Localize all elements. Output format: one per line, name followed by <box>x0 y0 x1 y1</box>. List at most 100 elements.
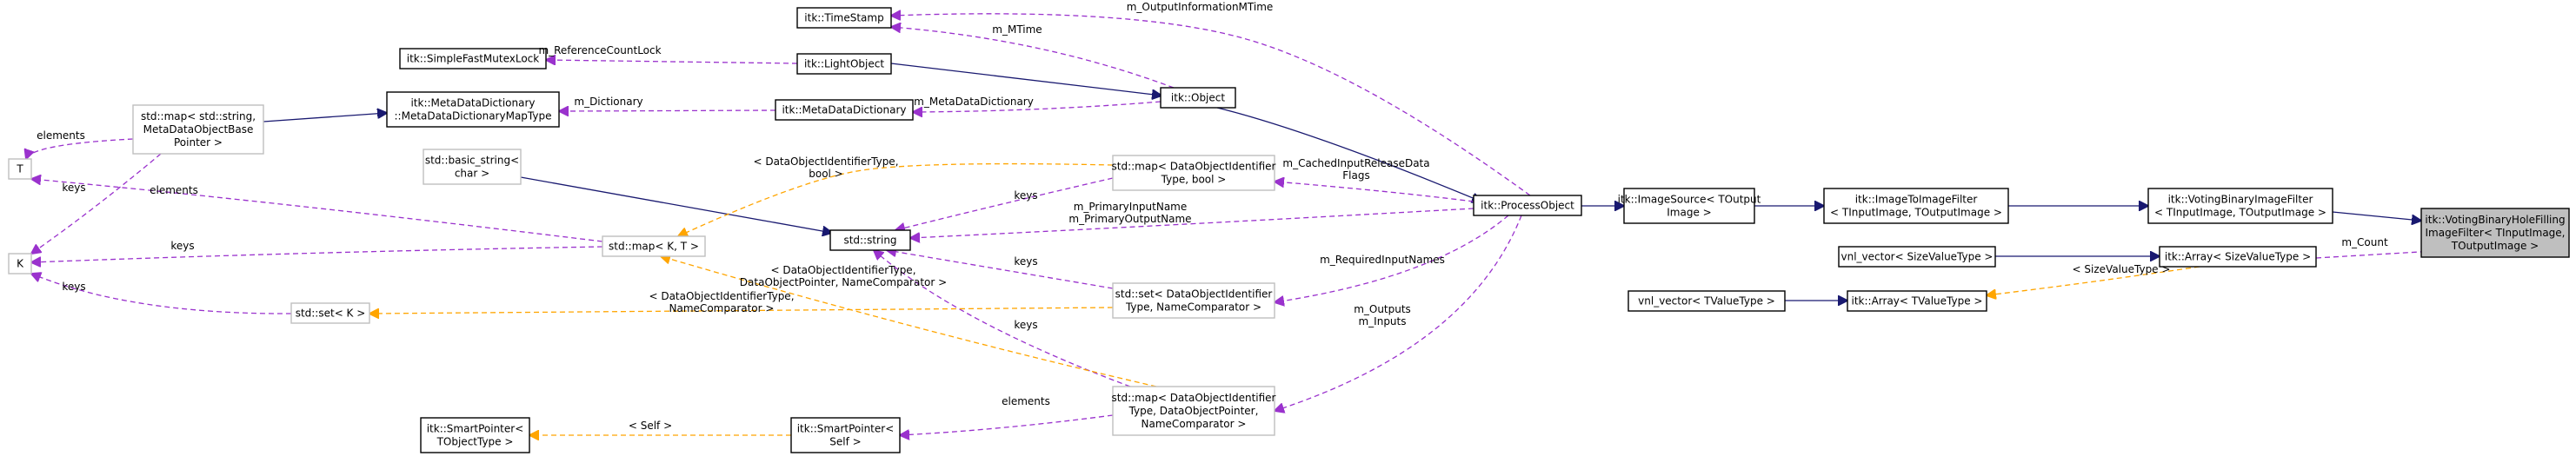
edge-votingbin-to-main <box>2332 211 2421 221</box>
node-label-line: itk::ProcessObject <box>1481 200 1574 212</box>
node-label: itk::SmartPointer<Self > <box>797 423 895 448</box>
node-label-line: std::map< std::string, <box>141 110 256 122</box>
edge-mdd-to-mddmap <box>559 110 776 111</box>
edge-processobject-to-map_ptr <box>1275 215 1522 411</box>
edge-label-line: m_Dictionary <box>574 96 642 108</box>
node-label-line: < TInputImage, TOutputImage > <box>2154 207 2326 219</box>
edge-label-mdd-to-mddmap: m_Dictionary <box>574 96 642 108</box>
edge-label-line: bool > <box>809 168 843 180</box>
node-label-line: < TInputImage, TOutputImage > <box>1830 207 2002 219</box>
edge-label-object-to-timestamp: m_MTime <box>992 23 1042 36</box>
edge-label-stdsetK-to-set_name: < DataObjectIdentifierType,NameComparato… <box>649 290 794 314</box>
node-box <box>132 104 264 155</box>
edge-stdmapKT-to-map_ptr <box>661 256 1157 387</box>
edge-label-stdmap_meta-to-T: elements <box>37 129 85 142</box>
node-box <box>1112 282 1275 319</box>
edge-label-line: keys <box>62 281 85 293</box>
edge-label-processobject-to-set_name: m_RequiredInputNames <box>1320 254 1445 266</box>
node-label: itk::SimpleFastMutexLock <box>407 53 540 65</box>
node-votingbin[interactable]: itk::VotingBinaryImageFilter< TInputImag… <box>2147 188 2333 224</box>
edge-label-array_tvt-to-array_svt: < SizeValueType > <box>2073 263 2171 275</box>
edge-label-line: m_PrimaryOutputName <box>1068 213 1191 225</box>
edge-label-map_ptr-to-smartptr_self: elements <box>1002 395 1050 407</box>
node-label: itk::TimeStamp <box>804 12 883 24</box>
node-K[interactable]: K <box>8 253 32 274</box>
node-lightobject[interactable]: itk::LightObject <box>796 53 892 75</box>
edge-label-stdmapKT-to-map_ptr: < DataObjectIdentifierType,DataObjectPoi… <box>740 264 947 288</box>
node-label-line: T <box>16 163 23 175</box>
node-smartptr_self[interactable]: itk::SmartPointer<Self > <box>790 417 901 453</box>
node-basic_string[interactable]: std::basic_string<char > <box>423 149 522 185</box>
node-T[interactable]: T <box>8 158 32 180</box>
edge-stdsetK-to-set_name <box>369 307 1114 314</box>
node-array_svt[interactable]: itk::Array< SizeValueType > <box>2159 246 2317 268</box>
node-label-line: std::string <box>843 235 896 247</box>
edge-processobject-to-set_name <box>1275 215 1509 302</box>
node-array_tvt[interactable]: itk::Array< TValueType > <box>1847 290 1987 312</box>
node-stdstring[interactable]: std::string <box>829 229 911 251</box>
node-box <box>790 417 901 453</box>
node-box <box>2420 208 2570 258</box>
node-box <box>796 53 892 75</box>
edge-stdmap_meta-to-mddmap <box>263 113 387 122</box>
edge-lightobject-to-mutexlock <box>546 60 798 63</box>
edge-label-line: < DataObjectIdentifierType, <box>753 155 898 168</box>
node-mddmap[interactable]: itk::MetaDataDictionary::MetaDataDiction… <box>386 91 560 128</box>
node-box <box>290 302 370 324</box>
node-label: std::map< std::string,MetaDataObjectBase… <box>141 110 256 149</box>
node-box <box>8 253 32 274</box>
node-label: itk::Object <box>1171 92 1225 104</box>
node-label-line: itk::LightObject <box>804 58 884 70</box>
node-label-line: ImageFilter< TInputImage, <box>2426 227 2566 239</box>
edge-label-line: m_Outputs <box>1354 303 1411 315</box>
edge-label-line: keys <box>1014 189 1037 202</box>
node-label: std::basic_string<char > <box>425 155 519 180</box>
edge-object-to-timestamp <box>891 27 1175 89</box>
node-object[interactable]: itk::Object <box>1160 87 1236 109</box>
node-box <box>8 158 32 180</box>
node-stdmapKT[interactable]: std::map< K, T > <box>602 235 706 257</box>
node-stdsetK[interactable]: std::set< K > <box>290 302 370 324</box>
node-label: vnl_vector< TValueType > <box>1638 295 1775 308</box>
node-processobject[interactable]: itk::ProcessObject <box>1473 195 1582 216</box>
node-label-line: Self > <box>829 436 861 448</box>
node-mutexlock[interactable]: itk::SimpleFastMutexLock <box>399 48 547 69</box>
node-box <box>420 417 530 453</box>
edge-set_name-to-stdstring <box>887 250 1114 289</box>
node-stdmap_meta[interactable]: std::map< std::string,MetaDataObjectBase… <box>132 104 264 155</box>
node-box <box>386 91 560 128</box>
edge-label-line: m_RequiredInputNames <box>1320 254 1445 266</box>
node-vnl_svt[interactable]: vnl_vector< SizeValueType > <box>1838 246 1996 268</box>
node-mdd[interactable]: itk::MetaDataDictionary <box>775 99 914 121</box>
node-vnl_tvt[interactable]: vnl_vector< TValueType > <box>1627 290 1786 312</box>
node-timestamp[interactable]: itk::TimeStamp <box>796 7 892 29</box>
node-label-line: Type, NameComparator > <box>1125 301 1261 314</box>
edge-label-line: elements <box>1002 395 1050 407</box>
node-label-line: NameComparator > <box>1142 418 1247 430</box>
edge-label-line: m_MetaDataDictionary <box>914 96 1034 108</box>
node-label: itk::MetaDataDictionary::MetaDataDiction… <box>395 97 552 122</box>
node-i2i[interactable]: itk::ImageToImageFilter< TInputImage, TO… <box>1823 188 2009 224</box>
edge-labels-layer: m_MTimem_OutputInformationMTimem_Referen… <box>37 1 2388 432</box>
node-box <box>1473 195 1582 216</box>
node-label-line: std::map< DataObjectIdentifier <box>1112 161 1276 173</box>
edge-label-line: keys <box>1014 255 1037 268</box>
node-label-line: vnl_vector< SizeValueType > <box>1841 251 1994 263</box>
node-box <box>399 48 547 69</box>
edge-label-set_name-to-stdstring: keys <box>1014 255 1037 268</box>
node-label: itk::ImageToImageFilter< TInputImage, TO… <box>1830 194 2002 219</box>
node-box <box>1623 188 1755 224</box>
node-label-line: MetaDataObjectBase <box>143 123 254 136</box>
node-label: std::string <box>843 235 896 247</box>
node-label-line: itk::Object <box>1171 92 1225 104</box>
edge-lightobject-to-object <box>890 63 1162 96</box>
node-smartptr_t[interactable]: itk::SmartPointer<TObjectType > <box>420 417 530 453</box>
